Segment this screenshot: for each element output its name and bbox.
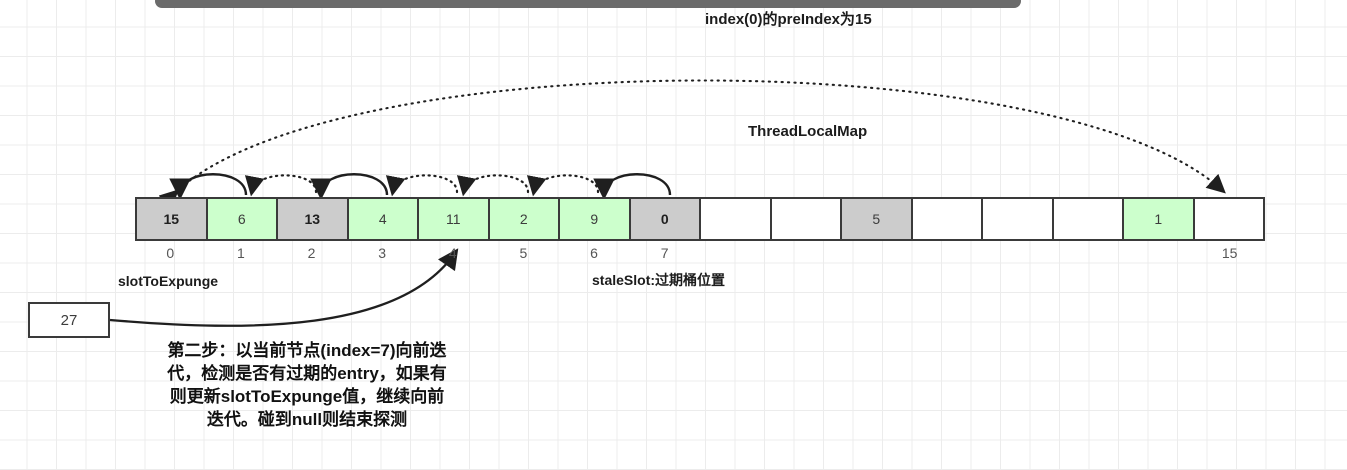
array-index-label-14 xyxy=(1124,245,1195,265)
array-index-label-4: 4 xyxy=(448,245,457,261)
threadlocalmap-label: ThreadLocalMap xyxy=(748,123,868,140)
array-index-label-6: 6 xyxy=(590,245,598,261)
array-cell-13[interactable] xyxy=(1053,199,1124,239)
pointer-27-to-index-4 xyxy=(109,248,459,327)
caption-line-4: 迭代。碰到null则结束探测 xyxy=(206,409,408,429)
caption-line-2: 代，检测是否有过期的entry，如果有 xyxy=(167,363,447,383)
array-index-ruler: 0 1 2 3 4 5 6 7 15 xyxy=(135,245,1265,265)
array-cell-0[interactable]: 15 xyxy=(137,199,208,239)
array-index-label-0: 0 xyxy=(166,245,175,261)
array-cell-9[interactable] xyxy=(771,199,842,239)
array-index-label-15: 15 xyxy=(1221,245,1238,261)
array-index-label-5: 5 xyxy=(519,245,528,261)
array-index-label-8 xyxy=(700,245,771,265)
arc-dotted-6-to-5 xyxy=(526,174,600,197)
slot-to-expunge-label: slotToExpunge xyxy=(118,273,219,289)
array-index-label-3: 3 xyxy=(378,245,387,261)
array-cell-5[interactable]: 2 xyxy=(489,199,560,239)
arc-preindex-0-to-15 xyxy=(158,79,1226,210)
array-cell-3[interactable]: 4 xyxy=(348,199,419,239)
step-description: 第二步：以当前节点(index=7)向前迭 代，检测是否有过期的entry，如果… xyxy=(118,340,496,432)
array-cell-1[interactable]: 6 xyxy=(207,199,278,239)
array-cell-7[interactable]: 0 xyxy=(630,199,701,239)
arc-dotted-4-to-3 xyxy=(385,174,459,197)
array-cell-14[interactable]: 1 xyxy=(1124,199,1195,239)
array-cell-2[interactable]: 13 xyxy=(278,199,349,239)
array-index-label-7: 7 xyxy=(660,245,669,261)
array-index-label-2: 2 xyxy=(307,245,316,261)
caption-line-3: 则更新slotToExpunge值，继续向前 xyxy=(169,386,445,406)
array-cell-12[interactable] xyxy=(983,199,1054,239)
array-index-label-1: 1 xyxy=(237,245,245,261)
arc-solid-1-to-0 xyxy=(169,173,248,200)
caption-line-1: 第二步：以当前节点(index=7)向前迭 xyxy=(167,341,447,360)
array-cell-6[interactable]: 9 xyxy=(560,199,631,239)
array-cell-15[interactable] xyxy=(1194,199,1263,239)
array-index-label-9 xyxy=(771,245,842,265)
array-index-label-10 xyxy=(841,245,912,265)
array-cell-10[interactable]: 5 xyxy=(842,199,913,239)
window-top-bar xyxy=(155,0,1021,8)
arc-solid-7-to-6 xyxy=(593,173,672,200)
value-box-27: 27 xyxy=(28,302,110,338)
array-cell-11[interactable] xyxy=(912,199,983,239)
arc-dotted-5-to-4 xyxy=(456,174,530,197)
array-cell-4[interactable]: 11 xyxy=(419,199,490,239)
arc-solid-3-to-2 xyxy=(310,173,389,200)
array-index-label-11 xyxy=(912,245,983,265)
array-index-label-12 xyxy=(983,245,1054,265)
page-title: index(0)的preIndex为15 xyxy=(705,11,872,28)
array-index-label-13 xyxy=(1053,245,1124,265)
stale-slot-label: staleSlot:过期桶位置 xyxy=(592,272,726,288)
array-cell-8[interactable] xyxy=(701,199,772,239)
arc-dotted-2-to-1 xyxy=(244,174,318,197)
